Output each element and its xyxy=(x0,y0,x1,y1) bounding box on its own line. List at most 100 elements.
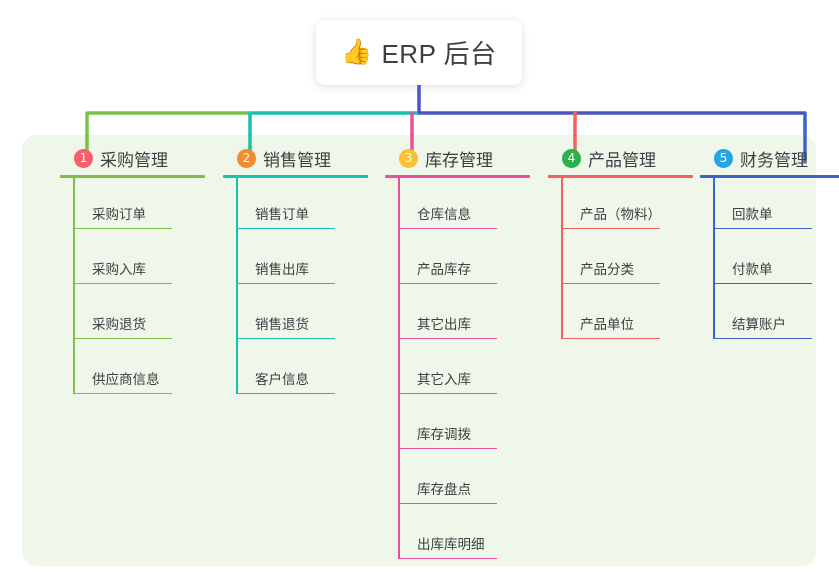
column-badge-4: 4 xyxy=(562,148,581,168)
list-item-rule xyxy=(399,337,497,339)
list-item[interactable]: 供应商信息 xyxy=(60,343,205,398)
list-item-rule xyxy=(399,227,497,229)
list-item[interactable]: 回款单 xyxy=(700,178,839,233)
list-item-rule xyxy=(237,392,335,394)
list-item[interactable]: 其它出库 xyxy=(385,288,530,343)
column-items-4: 产品（物料） 产品分类产品单位 xyxy=(548,178,693,343)
list-item-rule xyxy=(399,502,497,504)
column-spine-5 xyxy=(713,178,715,339)
list-item[interactable]: 出库库明细 xyxy=(385,508,530,563)
list-item-label: 回款单 xyxy=(732,207,773,222)
list-item-label: 采购订单 xyxy=(92,207,146,222)
list-item[interactable]: 销售退货 xyxy=(223,288,368,343)
list-item-label: 产品单位 xyxy=(580,317,634,332)
list-item-rule xyxy=(399,557,497,559)
root-title-card[interactable]: 👍 ERP 后台 xyxy=(316,20,522,85)
list-item[interactable]: 采购入库 xyxy=(60,233,205,288)
column-items-5: 回款单付款单结算账户 xyxy=(700,178,839,343)
list-item-label: 产品分类 xyxy=(580,262,634,277)
column-badge-3: 3 xyxy=(399,148,418,168)
list-item[interactable]: 产品（物料） xyxy=(548,178,693,233)
list-item-rule xyxy=(714,282,812,284)
column-4: 4 产品管理产品（物料） 产品分类产品单位 xyxy=(548,145,693,343)
list-item-label: 产品（物料） xyxy=(580,207,661,222)
diagram-panel xyxy=(22,135,816,566)
list-item-label: 付款单 xyxy=(732,262,773,277)
list-item[interactable]: 客户信息 xyxy=(223,343,368,398)
list-item-rule xyxy=(562,282,660,284)
list-item-rule xyxy=(714,227,812,229)
column-2: 2 销售管理销售订单销售出库销售退货客户信息 xyxy=(223,145,368,398)
list-item-rule xyxy=(714,337,812,339)
list-item[interactable]: 库存盘点 xyxy=(385,453,530,508)
list-item-label: 仓库信息 xyxy=(417,207,471,222)
column-badge-5: 5 xyxy=(714,148,733,168)
list-item-rule xyxy=(399,392,497,394)
column-title-3: 库存管理 xyxy=(425,150,493,170)
column-spine-4 xyxy=(561,178,563,339)
list-item[interactable]: 产品分类 xyxy=(548,233,693,288)
list-item[interactable]: 库存调拨 xyxy=(385,398,530,453)
column-5: 5 财务管理回款单付款单结算账户 xyxy=(700,145,839,343)
column-title-5: 财务管理 xyxy=(740,150,808,170)
list-item[interactable]: 仓库信息 xyxy=(385,178,530,233)
list-item-label: 产品库存 xyxy=(417,262,471,277)
list-item-label: 结算账户 xyxy=(732,317,786,332)
column-header-rule-4 xyxy=(548,175,693,178)
column-header-2[interactable]: 2 销售管理 xyxy=(223,145,368,171)
list-item-rule xyxy=(399,282,497,284)
column-items-3: 仓库信息产品库存其它出库其它入库库存调拨库存盘点出库库明细 xyxy=(385,178,530,563)
list-item-label: 库存调拨 xyxy=(417,427,471,442)
column-header-rule-1 xyxy=(60,175,205,178)
list-item-label: 销售订单 xyxy=(255,207,309,222)
column-spine-2 xyxy=(236,178,238,394)
column-1: 1 采购管理采购订单采购入库采购退货供应商信息 xyxy=(60,145,205,398)
list-item-rule xyxy=(74,337,172,339)
column-header-1[interactable]: 1 采购管理 xyxy=(60,145,205,171)
column-spine-3 xyxy=(398,178,400,559)
list-item[interactable]: 产品库存 xyxy=(385,233,530,288)
list-item-label: 销售出库 xyxy=(255,262,309,277)
list-item[interactable]: 销售订单 xyxy=(223,178,368,233)
list-item-label: 采购入库 xyxy=(92,262,146,277)
list-item-label: 销售退货 xyxy=(255,317,309,332)
list-item-label: 供应商信息 xyxy=(92,372,160,387)
column-title-2: 销售管理 xyxy=(263,150,331,170)
list-item-label: 其它入库 xyxy=(417,372,471,387)
list-item-rule xyxy=(74,227,172,229)
column-header-4[interactable]: 4 产品管理 xyxy=(548,145,693,171)
list-item[interactable]: 付款单 xyxy=(700,233,839,288)
column-title-1: 采购管理 xyxy=(100,150,168,170)
column-title-4: 产品管理 xyxy=(588,150,656,170)
list-item-label: 其它出库 xyxy=(417,317,471,332)
list-item-rule xyxy=(562,337,660,339)
list-item-rule xyxy=(74,282,172,284)
list-item[interactable]: 采购订单 xyxy=(60,178,205,233)
column-spine-1 xyxy=(73,178,75,394)
list-item-rule xyxy=(237,282,335,284)
list-item[interactable]: 销售出库 xyxy=(223,233,368,288)
column-header-rule-3 xyxy=(385,175,530,178)
list-item-rule xyxy=(562,227,660,229)
list-item-label: 采购退货 xyxy=(92,317,146,332)
list-item-label: 客户信息 xyxy=(255,372,309,387)
list-item-rule xyxy=(399,447,497,449)
column-header-rule-2 xyxy=(223,175,368,178)
column-items-1: 采购订单采购入库采购退货供应商信息 xyxy=(60,178,205,398)
list-item-rule xyxy=(237,227,335,229)
list-item[interactable]: 产品单位 xyxy=(548,288,693,343)
column-header-5[interactable]: 5 财务管理 xyxy=(700,145,839,171)
list-item[interactable]: 其它入库 xyxy=(385,343,530,398)
column-header-3[interactable]: 3 库存管理 xyxy=(385,145,530,171)
list-item[interactable]: 采购退货 xyxy=(60,288,205,343)
thumbs-up-icon: 👍 xyxy=(341,38,373,66)
list-item-label: 出库库明细 xyxy=(417,537,485,552)
column-badge-1: 1 xyxy=(74,148,93,168)
page-title: ERP 后台 xyxy=(381,39,497,69)
column-header-rule-5 xyxy=(700,175,839,178)
list-item-rule xyxy=(74,392,172,394)
column-badge-2: 2 xyxy=(237,148,256,168)
list-item[interactable]: 结算账户 xyxy=(700,288,839,343)
list-item-label: 库存盘点 xyxy=(417,482,471,497)
column-items-2: 销售订单销售出库销售退货客户信息 xyxy=(223,178,368,398)
